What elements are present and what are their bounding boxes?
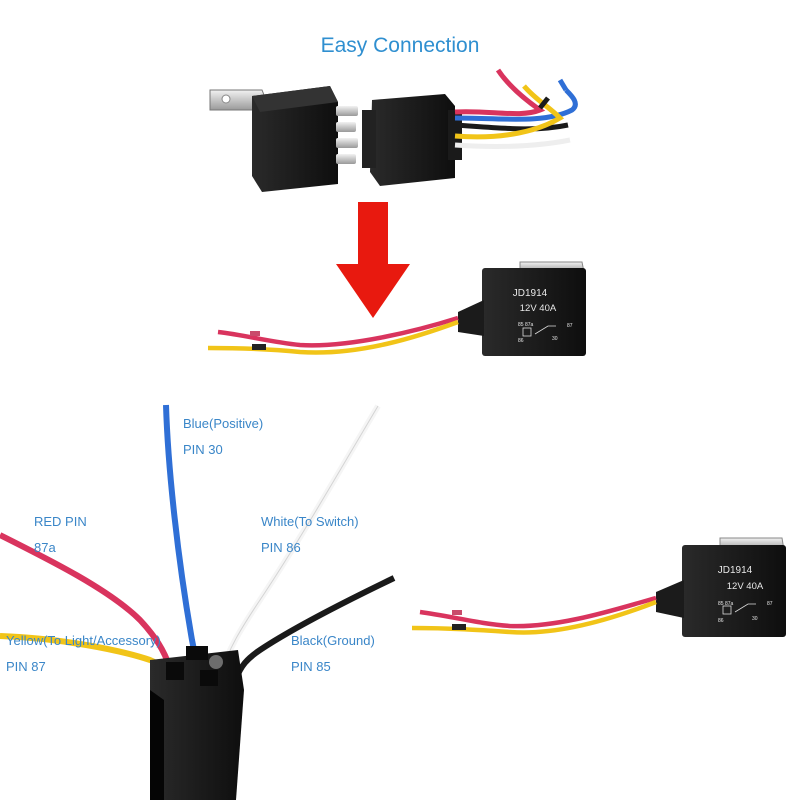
wiring-socket-diagram — [0, 404, 396, 800]
wire-yellow — [411, 599, 657, 635]
relay-body — [682, 545, 786, 637]
wire-label-pin: PIN 30 — [183, 442, 223, 457]
wire-white — [454, 137, 571, 149]
wire-black — [233, 575, 396, 681]
wire-label-name: Blue(Positive) — [183, 416, 264, 431]
relay-pin — [336, 138, 358, 148]
relay-pin-label: 30 — [752, 616, 758, 622]
wire-label-name: White(To Switch) — [261, 514, 359, 529]
relay-model-text: JD1914 — [513, 288, 548, 299]
wire-label-pin: PIN 87 — [6, 659, 46, 674]
relay-pin-label: 85 87a — [718, 601, 734, 607]
wire-label-pin: PIN 85 — [291, 659, 331, 674]
wire-red — [454, 68, 546, 117]
wire-red — [217, 315, 459, 348]
page-title: Easy Connection — [320, 34, 480, 57]
wire-yellow — [454, 84, 565, 140]
relay-pin-label: 86 — [518, 338, 524, 344]
wire-label-pin: 87a — [34, 540, 56, 555]
relay-rating-text: 12V 40A — [727, 581, 764, 592]
relay-socket — [150, 650, 244, 800]
bottom-relay-assembly: JD1914 12V 40A 85 87a 87 86 30 — [411, 537, 786, 637]
relay-pin — [336, 154, 356, 164]
top-relay-assembly — [209, 68, 578, 192]
relay-body — [252, 86, 338, 192]
wire-yellow — [207, 319, 459, 355]
relay-pin-label: 85 87a — [518, 322, 534, 328]
wire-label-name: Yellow(To Light/Accessory) — [6, 633, 161, 648]
relay-pin — [336, 122, 356, 132]
relay-socket — [370, 94, 455, 186]
relay-model-text: JD1914 — [718, 565, 753, 576]
relay-pin-label: 87 — [767, 601, 773, 607]
wire-red — [0, 532, 173, 669]
wire-red — [419, 595, 657, 629]
relay-pin-label: 30 — [552, 336, 558, 342]
relay-body — [482, 268, 586, 356]
relay-pin — [336, 106, 358, 116]
wire-blue — [454, 88, 578, 122]
relay-pin-label: 86 — [718, 618, 724, 624]
relay-pin-label: 87 — [567, 323, 573, 329]
relay-rating-text: 12V 40A — [520, 303, 557, 314]
wire-label-name: Black(Ground) — [291, 633, 375, 648]
wire-label-name: RED PIN — [34, 514, 87, 529]
down-arrow-icon — [336, 202, 410, 318]
wire-label-pin: PIN 86 — [261, 540, 301, 555]
middle-relay-assembly: JD1914 12V 40A 85 87a 87 86 30 — [207, 261, 586, 356]
wire-black — [454, 122, 569, 132]
